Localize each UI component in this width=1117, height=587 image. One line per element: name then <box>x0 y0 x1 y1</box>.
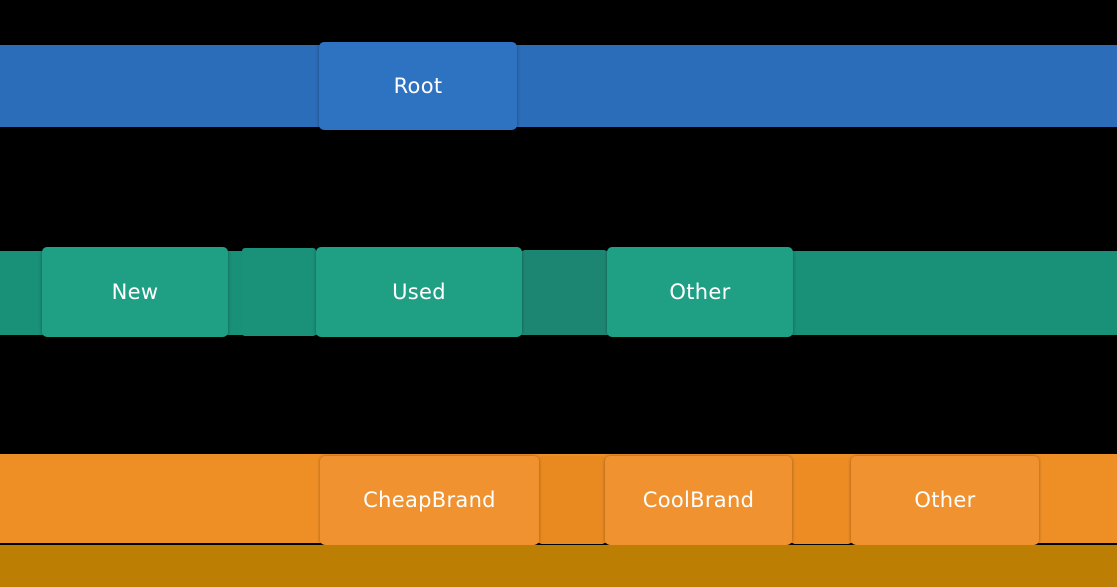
tree-node-cheapbrand: CheapBrand <box>320 456 539 545</box>
tree-node-coolbrand: CoolBrand <box>605 456 792 545</box>
level-1-root-band <box>0 45 1117 127</box>
tree-node-other-level-3: Other <box>851 456 1039 545</box>
tree-node-label-used: Used <box>392 279 446 304</box>
tree-node-label-new: New <box>111 279 159 304</box>
seg-l2-a <box>242 248 316 336</box>
tree-node-label-other-level-3: Other <box>914 488 976 512</box>
tree-node-label-other-level-2: Other <box>669 279 731 304</box>
tree-node-label-coolbrand: CoolBrand <box>642 488 755 512</box>
seg-l3-b <box>792 457 851 544</box>
tree-node-root: Root <box>319 42 517 130</box>
truncated-next-level-band <box>0 545 1117 587</box>
tree-node-label-root: Root <box>393 73 443 98</box>
tree-node-label-cheapbrand: CheapBrand <box>363 488 496 512</box>
tree-node-new: New <box>42 247 228 337</box>
seg-l3-a <box>539 456 605 544</box>
tree-node-other-level-2: Other <box>607 247 793 337</box>
seg-l2-b <box>522 250 607 335</box>
tree-node-used: Used <box>316 247 522 337</box>
